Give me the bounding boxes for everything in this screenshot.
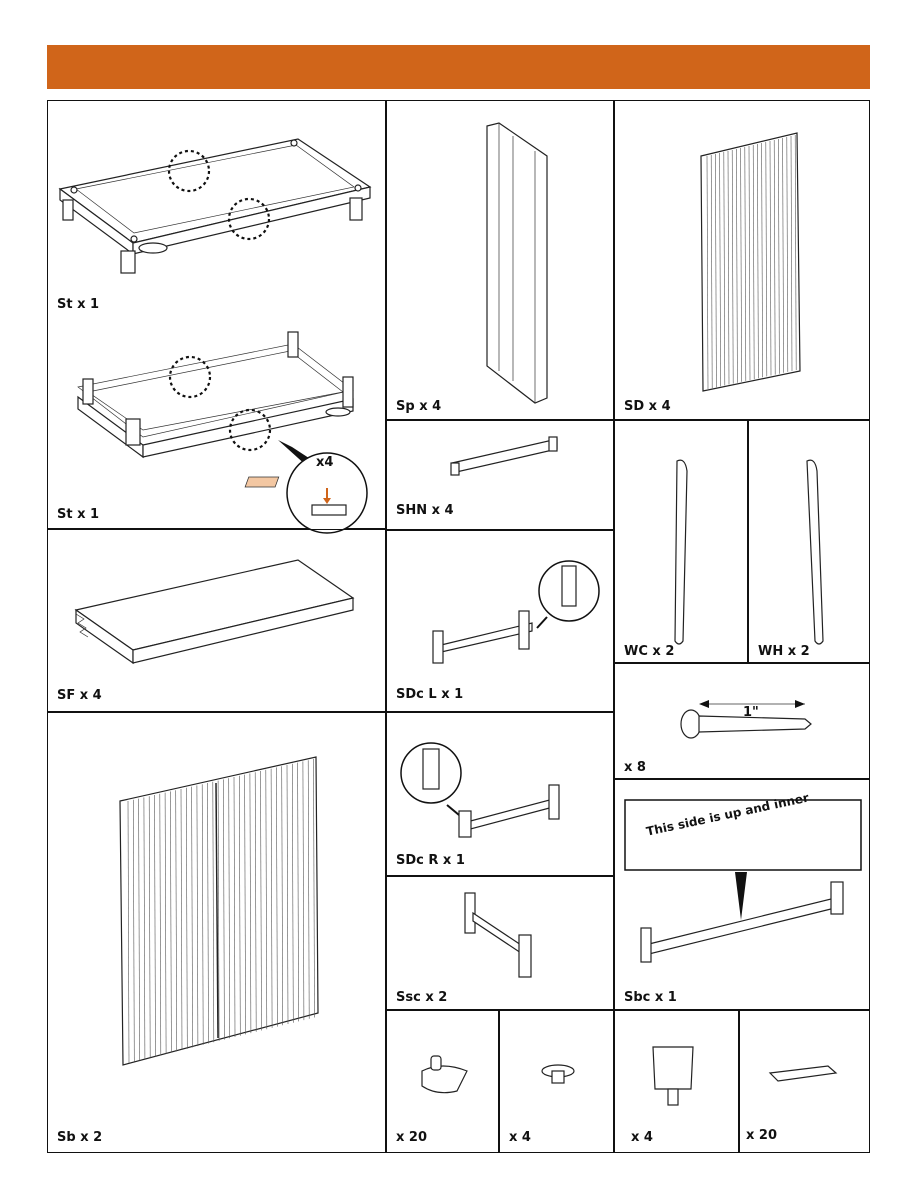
header-banner: [47, 45, 870, 89]
label-st-top: St x 1: [57, 297, 100, 312]
st-base-top-drawing: [58, 138, 372, 274]
label-shn: SHN x 4: [396, 503, 454, 518]
label-sbc: Sbc x 1: [624, 990, 677, 1005]
panel-st-base-bottom: x4 St x 1: [47, 317, 386, 534]
label-sdc-l: SDc L x 1: [396, 687, 464, 702]
sbc-drawing: [624, 799, 862, 963]
label-foot: x 4: [631, 1130, 653, 1145]
panel-sdc-r: SDc R x 1: [386, 712, 614, 876]
sb-back-panel-drawing: [119, 756, 319, 1066]
panel-sp: Sp x 4: [386, 100, 614, 420]
label-sp: Sp x 4: [396, 399, 442, 414]
sdc-r-drawing: [400, 742, 560, 838]
panel-sb: Sb x 2: [47, 712, 386, 1153]
label-sd: SD x 4: [624, 399, 671, 414]
panel-tab: x 20: [739, 1010, 870, 1153]
tab-drawing: [768, 1065, 838, 1082]
panel-ssc: Ssc x 2: [386, 876, 614, 1010]
label-wc: WC x 2: [624, 644, 675, 659]
panel-shn: SHN x 4: [386, 420, 614, 530]
label-screw: x 8: [624, 760, 646, 775]
sd-door-drawing: [700, 132, 801, 392]
sp-post-drawing: [486, 122, 548, 404]
ssc-drawing: [464, 892, 532, 978]
wh-drawing: [806, 459, 824, 645]
arrow-down-icon: [323, 498, 331, 504]
screw-length-label: 1": [743, 705, 759, 720]
st-base-bottom-drawing: [77, 331, 368, 534]
label-wh: WH x 2: [758, 644, 810, 659]
panel-clip: x 20: [386, 1010, 499, 1153]
clip-drawing: [421, 1055, 468, 1094]
label-tab: x 20: [746, 1128, 778, 1143]
panel-sd: SD x 4: [614, 100, 870, 420]
label-sf: SF x 4: [57, 688, 102, 703]
shn-bracket-drawing: [450, 436, 558, 476]
sdc-l-drawing: [432, 560, 600, 664]
sf-shelf-drawing: [74, 559, 355, 665]
panel-sf: SF x 4: [47, 529, 386, 712]
label-sdc-r: SDc R x 1: [396, 853, 465, 868]
inset-qty-label: x4: [316, 455, 334, 470]
panel-st-base-top: St x 1: [47, 100, 386, 317]
label-sb: Sb x 2: [57, 1130, 103, 1145]
panel-screw: 1" x 8: [614, 663, 870, 779]
label-clip: x 20: [396, 1130, 428, 1145]
screw-icon: [680, 700, 812, 739]
foot-drawing: [652, 1046, 694, 1106]
panel-cap: x 4: [499, 1010, 614, 1153]
wc-drawing: [674, 459, 688, 645]
label-st-bottom: St x 1: [57, 507, 100, 522]
label-ssc: Ssc x 2: [396, 990, 448, 1005]
panel-wc: WC x 2: [614, 420, 748, 663]
panel-sbc: This side is up and inner Sbc x 1: [614, 779, 870, 1010]
label-cap: x 4: [509, 1130, 531, 1145]
panel-foot: x 4: [614, 1010, 739, 1153]
cap-drawing: [541, 1064, 575, 1084]
panel-sdc-l: SDc L x 1: [386, 530, 614, 712]
panel-wh: WH x 2: [748, 420, 870, 663]
